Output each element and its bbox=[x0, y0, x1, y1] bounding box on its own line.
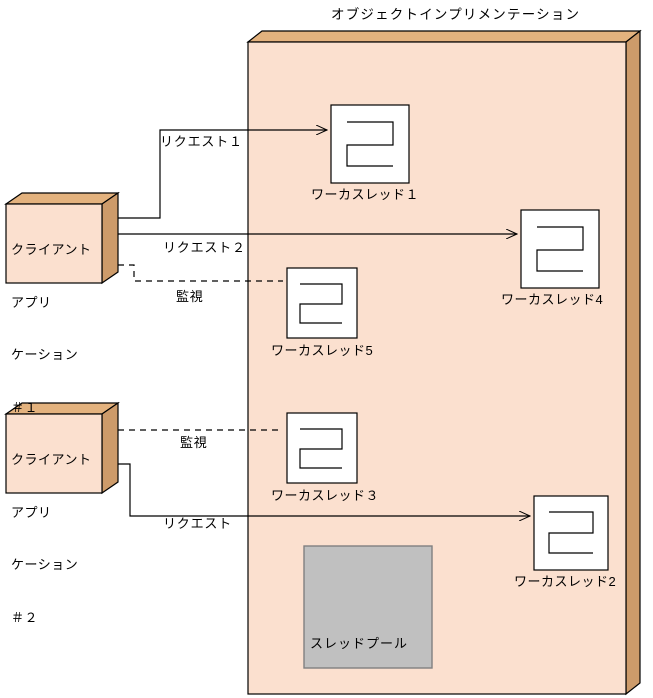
client-1-line-4: ＃１ bbox=[11, 399, 39, 415]
worker-thread-2-icon bbox=[533, 495, 609, 571]
worker-thread-5-label: ワーカスレッド5 bbox=[271, 343, 374, 358]
client-1-line-3: ケーション bbox=[11, 347, 79, 362]
client-1-line-1: クライアント bbox=[11, 242, 92, 257]
client-2-line-1: クライアント bbox=[11, 452, 92, 467]
connector-label-monitor-1: 監視 bbox=[176, 289, 204, 304]
worker-thread-2-label: ワーカスレッド2 bbox=[514, 574, 617, 589]
worker-thread-1-label: ワーカスレッド１ bbox=[311, 187, 420, 202]
connector-monitor-1 bbox=[118, 264, 283, 282]
worker-thread-5-icon bbox=[286, 267, 358, 339]
client-2-line-3: ケーション bbox=[11, 557, 79, 572]
client-application-2-box bbox=[4, 401, 120, 495]
worker-thread-3-icon bbox=[286, 412, 358, 484]
thread-pool-box bbox=[303, 545, 433, 669]
page-title: オブジェクトインプリメンテーション bbox=[331, 7, 581, 22]
connector-label-request-3: リクエスト bbox=[163, 516, 233, 531]
worker-thread-3-label: ワーカスレッド３ bbox=[271, 488, 380, 503]
worker-thread-4-icon bbox=[520, 209, 600, 289]
connector-request-1 bbox=[118, 130, 327, 219]
client-application-2-label: クライアント アプリ ケーション ＃２ bbox=[11, 416, 91, 661]
worker-thread-4-label: ワーカスレッド4 bbox=[501, 292, 604, 307]
client-application-1-box bbox=[4, 191, 120, 285]
client-2-line-4: ＃２ bbox=[11, 609, 39, 625]
connector-label-request-1: リクエスト１ bbox=[160, 134, 243, 149]
client-1-line-2: アプリ bbox=[11, 294, 52, 310]
client-2-line-2: アプリ bbox=[11, 504, 52, 520]
connector-request-3 bbox=[118, 463, 530, 516]
thread-pool-label: スレッドプール bbox=[310, 636, 409, 651]
client-application-1-label: クライアント アプリ ケーション ＃１ bbox=[11, 206, 91, 451]
worker-thread-1-icon bbox=[330, 104, 410, 184]
connector-label-request-2: リクエスト２ bbox=[163, 240, 246, 255]
connector-label-monitor-2: 監視 bbox=[180, 435, 208, 450]
